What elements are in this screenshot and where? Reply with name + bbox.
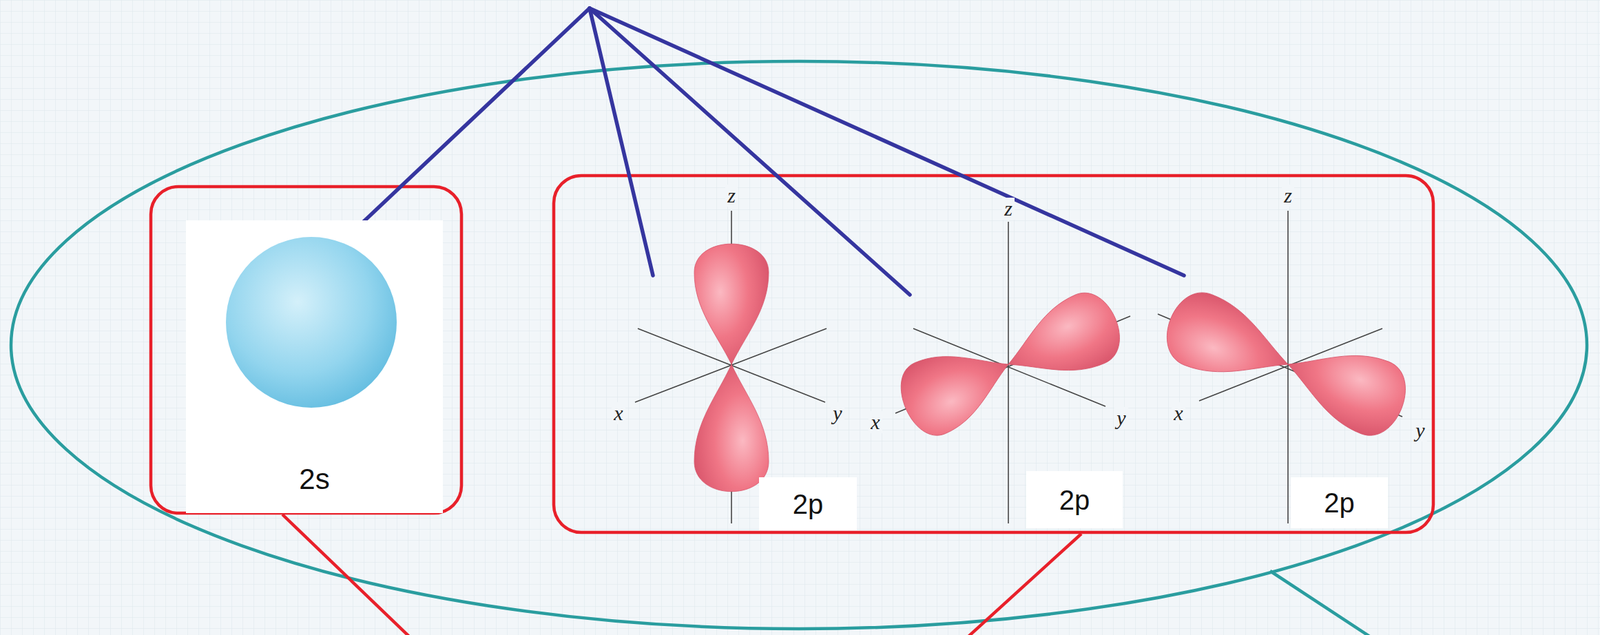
subshell-leader bbox=[282, 514, 410, 635]
axis-label: y bbox=[1114, 407, 1128, 430]
axis-label: y bbox=[830, 402, 844, 425]
sphere bbox=[225, 236, 397, 408]
orbital-lobe bbox=[694, 364, 769, 492]
shell-leader bbox=[1270, 570, 1371, 635]
orbital-lobe bbox=[694, 243, 769, 365]
axis-label: y bbox=[1413, 419, 1427, 442]
p-orbital-lobes bbox=[694, 243, 1416, 492]
orbital-tag: 2p bbox=[1026, 471, 1123, 529]
orbital-name: 2p bbox=[1059, 484, 1091, 516]
axis-label: x bbox=[611, 402, 625, 425]
orbital-leaders bbox=[343, 8, 1184, 295]
orbital-name: 2p bbox=[1323, 487, 1355, 518]
subshell-leader bbox=[967, 533, 1082, 635]
orbital-lobe bbox=[1157, 283, 1302, 400]
axis-label: z bbox=[1281, 184, 1295, 207]
orbital-panel: 2s bbox=[185, 220, 443, 514]
subshell-box bbox=[553, 175, 1434, 533]
orbital-tag: 2p bbox=[1290, 477, 1388, 529]
orbital-name: 2p bbox=[792, 489, 824, 520]
orbital-lobe bbox=[890, 329, 1024, 445]
orbital-tag: 2p bbox=[759, 477, 857, 531]
axis-label: x bbox=[868, 411, 882, 434]
orbital-lobe bbox=[993, 283, 1131, 399]
subshell-box bbox=[150, 186, 462, 514]
shell-ellipse bbox=[11, 61, 1587, 629]
axis-label: x bbox=[1171, 402, 1185, 425]
axes bbox=[635, 210, 1403, 524]
axis-label: z bbox=[725, 184, 738, 207]
orbital-name: 2s bbox=[298, 463, 330, 496]
orbital-lobe bbox=[1274, 328, 1416, 445]
axis-label: z bbox=[1002, 197, 1015, 220]
